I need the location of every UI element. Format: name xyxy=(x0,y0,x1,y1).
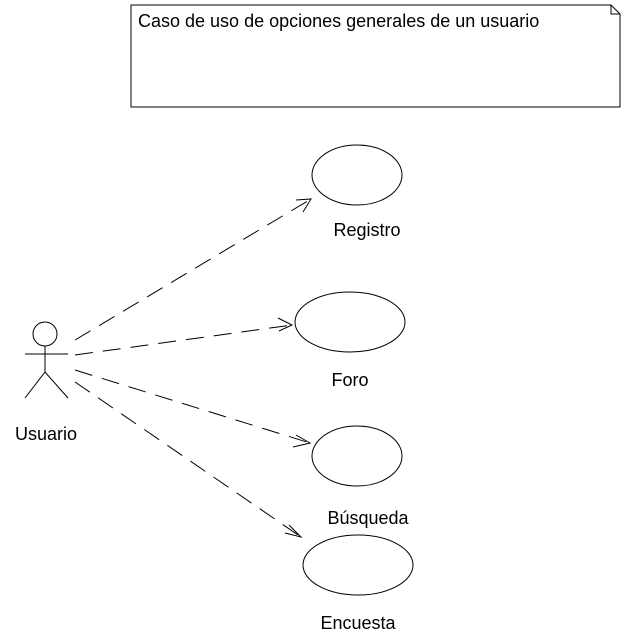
use-case-label-registro: Registro xyxy=(333,220,400,240)
dependency-line-registro xyxy=(74,198,312,341)
relationships xyxy=(74,198,312,538)
note-box xyxy=(130,4,621,108)
use-case-ellipse-registro xyxy=(311,144,403,206)
arrowhead-encuesta xyxy=(284,524,303,538)
use-case-label-foro: Foro xyxy=(331,370,368,390)
use-case-ellipse-busqueda xyxy=(311,425,403,487)
relationship-registro xyxy=(74,198,312,341)
arrowhead-foro xyxy=(277,317,294,332)
dependency-line-busqueda xyxy=(74,369,311,444)
use-case-label-encuesta: Encuesta xyxy=(320,613,396,633)
arrowhead-registro xyxy=(295,198,312,213)
dependency-line-foro xyxy=(74,324,293,356)
note-folded-corner xyxy=(610,5,620,15)
relationship-foro xyxy=(74,317,294,356)
relationship-encuesta xyxy=(74,381,303,538)
actor-usuario[interactable]: Usuario xyxy=(15,321,77,444)
use-case-registro[interactable]: Registro xyxy=(311,144,403,240)
use-case-busqueda[interactable]: Búsqueda xyxy=(311,425,410,528)
use-case-encuesta[interactable]: Encuesta xyxy=(302,534,414,633)
use-case-foro[interactable]: Foro xyxy=(294,291,406,390)
stick-figure-icon xyxy=(24,321,69,399)
relationship-busqueda xyxy=(74,369,312,448)
note-text: Caso de uso de opciones generales de un … xyxy=(138,11,539,31)
actor-label: Usuario xyxy=(15,424,77,444)
arrowhead-busqueda xyxy=(292,434,312,448)
dependency-line-encuesta xyxy=(74,381,302,538)
use-case-label-busqueda: Búsqueda xyxy=(327,508,409,528)
note[interactable]: Caso de uso de opciones generales de un … xyxy=(130,4,621,108)
use-case-ellipse-encuesta xyxy=(302,534,414,596)
use-case-ellipse-foro xyxy=(294,291,406,353)
